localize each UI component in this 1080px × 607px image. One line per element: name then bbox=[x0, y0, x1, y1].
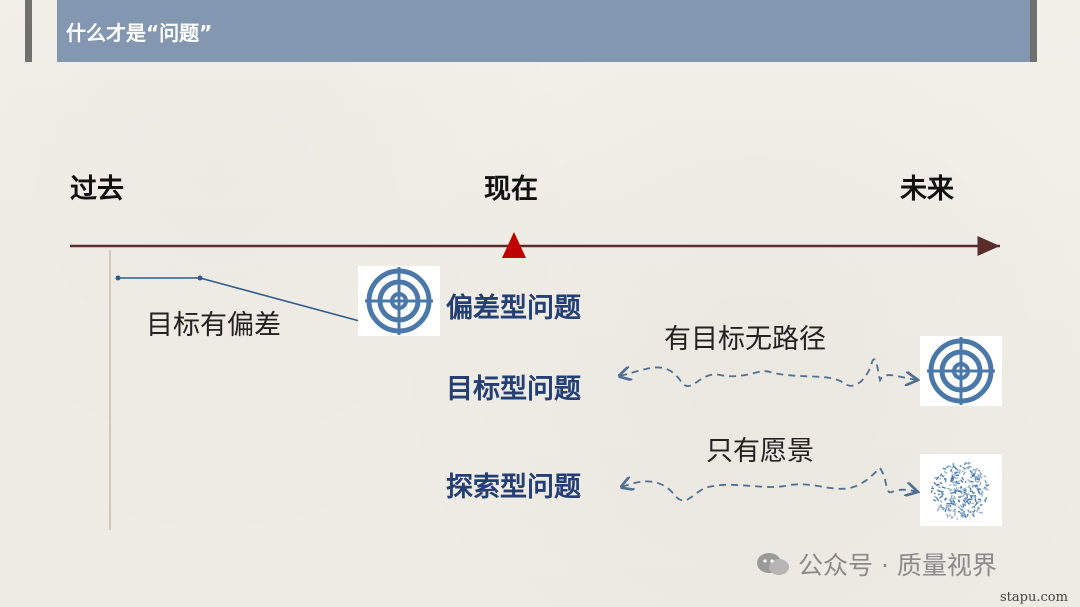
label-target-problem: 目标型问题 bbox=[446, 374, 581, 405]
watermark: 公众号 · 质量视界 bbox=[756, 546, 997, 582]
note-deviation: 目标有偏差 bbox=[146, 310, 281, 341]
target-icon-deviation bbox=[358, 266, 440, 336]
goal-dashed-path bbox=[620, 358, 918, 386]
deviation-path bbox=[115, 275, 379, 330]
left-accent-bar bbox=[25, 0, 32, 62]
title-bar: 什么才是“问题” bbox=[57, 0, 1030, 62]
label-explore-problem: 探索型问题 bbox=[446, 472, 581, 503]
note-explore: 只有愿景 bbox=[706, 436, 814, 467]
label-now: 现在 bbox=[484, 174, 538, 205]
explore-dashed-path bbox=[622, 466, 918, 502]
site-watermark: stapu.com bbox=[1000, 590, 1068, 605]
note-target: 有目标无路径 bbox=[664, 324, 826, 355]
watermark-text: 公众号 · 质量视界 bbox=[798, 551, 997, 580]
now-marker bbox=[502, 232, 526, 258]
slide-title: 什么才是“问题” bbox=[66, 20, 213, 45]
vision-cloud-icon bbox=[920, 454, 1002, 526]
label-future: 未来 bbox=[900, 174, 954, 205]
right-accent-bar bbox=[1030, 0, 1037, 62]
label-past: 过去 bbox=[70, 174, 124, 205]
wechat-icon bbox=[756, 551, 790, 577]
target-icon-goal bbox=[920, 336, 1002, 406]
label-deviation-problem: 偏差型问题 bbox=[446, 293, 581, 324]
